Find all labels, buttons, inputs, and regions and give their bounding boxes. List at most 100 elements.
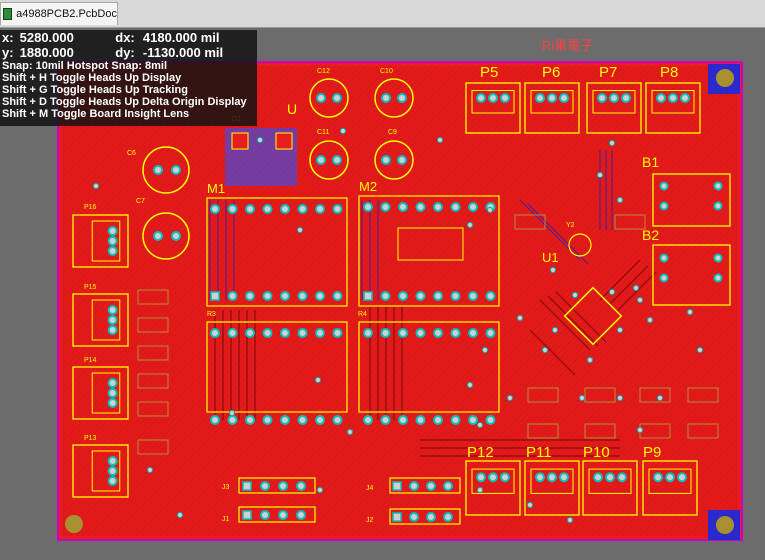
pad xyxy=(280,415,290,425)
pad xyxy=(227,204,238,214)
jumper-headers xyxy=(238,477,461,525)
pad xyxy=(476,93,486,103)
label-j1: J1 xyxy=(222,516,230,523)
via xyxy=(466,221,474,229)
pad xyxy=(227,415,238,425)
via xyxy=(476,486,484,494)
via xyxy=(176,511,184,519)
connector-inner xyxy=(91,220,121,262)
pad xyxy=(433,202,443,212)
tab-title: a4988PCB2.PcbDoc xyxy=(16,8,117,20)
via xyxy=(616,196,624,204)
pad xyxy=(609,93,619,103)
pad xyxy=(450,328,461,338)
connector-inner xyxy=(588,468,632,494)
pad xyxy=(245,415,255,425)
pcb-board-view[interactable]: P5 P6 P7 P8 P12 P11 P10 P9 P16 P15 P14 P… xyxy=(0,28,765,560)
hud-shortcut-4: Shift + M Toggle Board Insight Lens xyxy=(2,108,190,120)
pad xyxy=(398,291,408,301)
connector-body xyxy=(586,82,642,134)
pad xyxy=(296,481,306,491)
heads-up-display: x: 5280.000 dx: 4180.000 mil y: 1880.000… xyxy=(0,30,257,126)
pad xyxy=(656,93,666,103)
pad xyxy=(210,291,220,301)
connector-body xyxy=(72,293,129,347)
pcb-document-icon xyxy=(3,8,13,20)
via xyxy=(608,288,616,296)
pad xyxy=(380,328,391,338)
pad xyxy=(107,226,118,236)
pad xyxy=(363,291,373,301)
pad xyxy=(426,512,436,522)
pad xyxy=(332,415,343,425)
pad xyxy=(500,93,510,103)
pad xyxy=(107,325,118,335)
hud-y-row: y: 1880.000 dy: -1130.000 mil xyxy=(0,45,257,60)
via xyxy=(228,409,236,417)
pad xyxy=(450,202,461,212)
hud-shortcut-1: Shift + H Toggle Heads Up Display xyxy=(2,72,182,84)
pad xyxy=(262,328,273,338)
label-b1: B1 xyxy=(642,154,659,170)
via xyxy=(346,428,354,436)
pad xyxy=(605,472,615,483)
connector-body xyxy=(72,214,129,268)
via xyxy=(436,136,444,144)
pad xyxy=(680,93,690,103)
document-tab-bar: a4988PCB2.PcbDoc xyxy=(0,0,765,28)
via xyxy=(566,516,574,524)
label-c10: C10 xyxy=(380,68,393,75)
regulator-u xyxy=(225,128,297,186)
via xyxy=(632,284,640,292)
hud-shortcut-2: Shift + G Toggle Heads Up Tracking xyxy=(2,84,188,96)
label-c12: C12 xyxy=(317,68,330,75)
label-p5: P5 xyxy=(480,64,498,81)
tab-pcb-document[interactable]: a4988PCB2.PcbDoc xyxy=(0,2,118,25)
hud-dx-label: dx: xyxy=(115,30,135,45)
via xyxy=(636,426,644,434)
pad xyxy=(245,291,255,301)
pad xyxy=(547,472,557,483)
hud-x-value: 5280.000 xyxy=(19,30,74,45)
label-m2: M2 xyxy=(359,179,377,194)
label-p7: P7 xyxy=(599,64,617,81)
buttons xyxy=(652,173,731,306)
label-p16: P16 xyxy=(84,204,97,211)
via xyxy=(486,206,494,214)
pad xyxy=(227,291,238,301)
label-r4: R4 xyxy=(358,311,367,318)
smd-footprints xyxy=(137,214,719,455)
via xyxy=(616,326,624,334)
pad xyxy=(245,204,255,214)
via xyxy=(526,501,534,509)
pad xyxy=(107,456,118,466)
via xyxy=(476,421,484,429)
pad xyxy=(262,204,273,214)
pcb-canvas[interactable]: P5 P6 P7 P8 P12 P11 P10 P9 P16 P15 P14 P… xyxy=(0,28,765,560)
pad xyxy=(392,512,402,522)
pad xyxy=(315,204,325,214)
pad xyxy=(409,481,419,491)
mounting-holes xyxy=(65,64,740,540)
pad xyxy=(433,328,443,338)
pad xyxy=(426,481,436,491)
button-pads xyxy=(659,181,723,283)
pad xyxy=(468,328,478,338)
connector-body xyxy=(524,460,580,516)
connector-body xyxy=(582,460,638,516)
via xyxy=(516,314,524,322)
pad xyxy=(280,291,290,301)
via xyxy=(578,394,586,402)
label-c11: C11 xyxy=(317,129,329,136)
pad xyxy=(363,202,373,212)
pad xyxy=(476,472,486,483)
pad xyxy=(297,204,308,214)
pad xyxy=(621,93,631,103)
module-m1 xyxy=(206,197,348,425)
pad xyxy=(468,202,478,212)
pad xyxy=(597,93,607,103)
via xyxy=(571,291,579,299)
label-p13: P13 xyxy=(84,435,97,442)
connector-body xyxy=(645,82,701,134)
pad xyxy=(500,472,510,483)
